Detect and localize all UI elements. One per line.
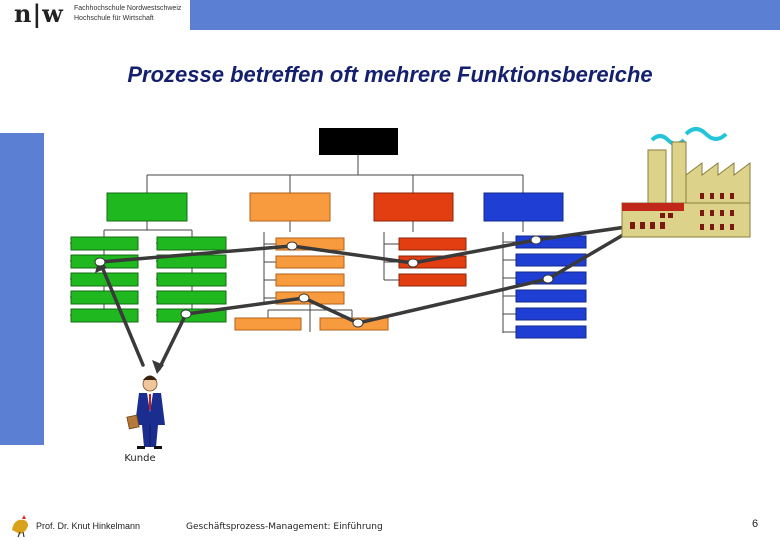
- process-node: [542, 274, 554, 284]
- logo-mark: n|w: [14, 0, 64, 28]
- process-nodes: [94, 235, 554, 328]
- unit-box: [156, 272, 227, 287]
- arrow-to-customer: [152, 360, 164, 374]
- process-node: [407, 258, 419, 268]
- unit-box: [70, 290, 139, 305]
- unit-box: [70, 308, 139, 323]
- green-units: [70, 236, 227, 323]
- logo-line-1: Fachhochschule Nordwestschweiz: [74, 5, 182, 12]
- slide-title: Prozesse betreffen oft mehrere Funktions…: [127, 62, 653, 87]
- blue-units: [515, 235, 587, 339]
- unit-box: [398, 273, 467, 287]
- unit-box: [398, 237, 467, 251]
- department-box-green: [106, 192, 188, 222]
- department-box-blue: [483, 192, 564, 222]
- logo-line-2: Hochschule für Wirtschaft: [74, 15, 154, 22]
- footer-course: Geschäftsprozess-Management: Einführung: [186, 522, 383, 532]
- department-box-red: [373, 192, 454, 222]
- process-node: [530, 235, 542, 245]
- unit-box: [234, 317, 302, 331]
- businessman-icon: [126, 375, 165, 449]
- page-number: 6: [752, 518, 759, 530]
- unit-box: [515, 289, 587, 303]
- unit-box: [275, 273, 345, 287]
- unit-box: [515, 325, 587, 339]
- rooster-logo-icon: [12, 515, 28, 538]
- process-node: [352, 318, 364, 328]
- institution-logo: n|w Fachhochschule Nordwestschweiz Hochs…: [14, 0, 194, 29]
- unit-box: [156, 236, 227, 251]
- unit-box: [515, 253, 587, 267]
- department-box-orange: [249, 192, 331, 222]
- footer-author: Prof. Dr. Knut Hinkelmann: [36, 521, 141, 531]
- header-accent-bar: [190, 0, 780, 30]
- customer-label: Kunde: [124, 453, 156, 464]
- process-node: [298, 293, 310, 303]
- factory-icon: [621, 127, 751, 238]
- orange-units: [234, 237, 389, 331]
- unit-box: [515, 307, 587, 321]
- process-node: [180, 309, 192, 319]
- org-root-box: [319, 128, 398, 155]
- sidebar-accent-bar: [0, 133, 44, 445]
- unit-box: [156, 290, 227, 305]
- process-node: [286, 241, 298, 251]
- unit-box: [275, 255, 345, 269]
- unit-box: [70, 236, 139, 251]
- process-node: [94, 257, 106, 267]
- process-path: [98, 223, 642, 371]
